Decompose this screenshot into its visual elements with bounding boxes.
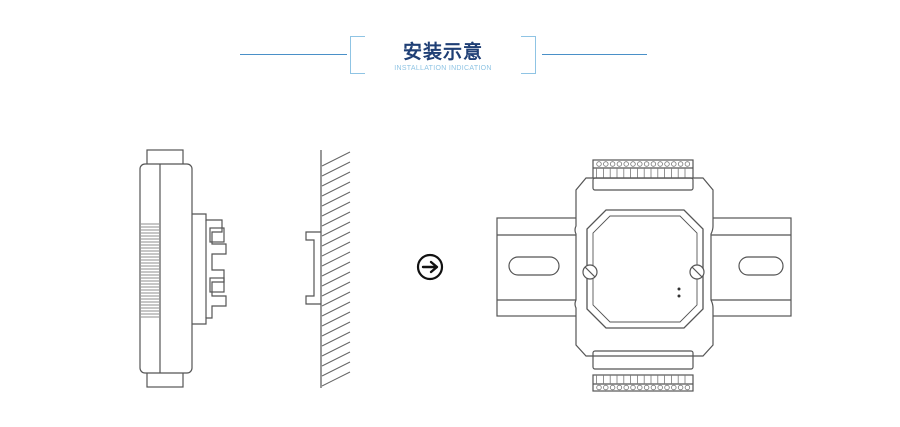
arrow-right-circle-icon bbox=[416, 253, 444, 281]
din-rail-wall-mount bbox=[305, 150, 351, 388]
section-title: 安装示意 bbox=[402, 41, 483, 63]
installation-diagram bbox=[139, 149, 792, 392]
bracket-right bbox=[521, 36, 536, 74]
module-front-view-on-rail bbox=[496, 159, 792, 392]
bracket-left bbox=[350, 36, 365, 74]
header-rule-left bbox=[240, 54, 347, 55]
module-side-view bbox=[139, 149, 227, 388]
title-box: 安装示意 INSTALLATION INDICATION bbox=[350, 36, 536, 74]
section-header: 安装示意 INSTALLATION INDICATION bbox=[0, 0, 900, 90]
section-subtitle: INSTALLATION INDICATION bbox=[394, 65, 492, 72]
header-rule-right bbox=[542, 54, 647, 55]
